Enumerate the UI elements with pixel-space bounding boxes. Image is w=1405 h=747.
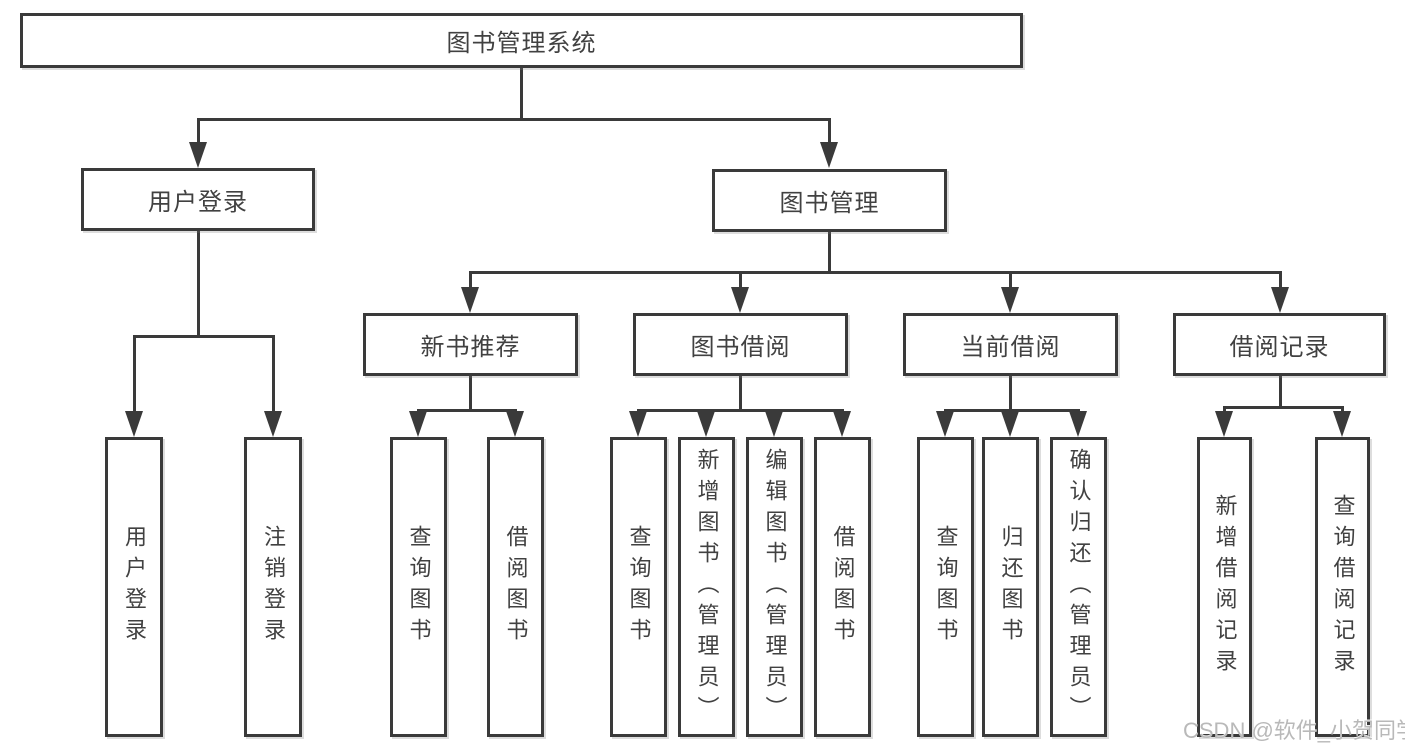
arrowhead-down-icon: [189, 142, 207, 168]
node-label-new-book-recommend: 新书推荐: [420, 334, 521, 361]
arrowhead-down-icon: [125, 411, 143, 437]
arrowhead-down-icon: [264, 411, 282, 437]
arrowhead-down-icon: [833, 411, 851, 437]
node-label-book-management: 图书管理: [779, 190, 880, 217]
node-label-borrowing-records: 借阅记录: [1229, 334, 1330, 361]
node-leaf-logout: 注销登录: [244, 437, 302, 737]
node-leaf-query-books-3: 查询图书: [917, 437, 974, 737]
arrowhead-down-icon: [765, 411, 783, 437]
connector-line: [196, 118, 831, 121]
connector-line: [636, 409, 844, 412]
node-label-leaf-query-books-2: 查询图书: [626, 525, 652, 649]
node-leaf-borrow-books-1: 借阅图书: [487, 437, 544, 737]
node-leaf-query-borrow-record: 查询借阅记录: [1315, 437, 1370, 737]
arrowhead-down-icon: [936, 411, 954, 437]
node-label-leaf-borrow-books-1: 借阅图书: [503, 525, 529, 649]
node-label-user-login: 用户登录: [148, 189, 248, 216]
connector-line: [1008, 376, 1012, 412]
node-leaf-add-borrow-record: 新增借阅记录: [1197, 437, 1252, 737]
arrowhead-down-icon: [1271, 287, 1289, 313]
connector-line: [1222, 406, 1344, 409]
connector-line: [1222, 406, 1226, 415]
connector-line: [271, 335, 275, 415]
node-label-leaf-query-borrow-record: 查询借阅记录: [1330, 494, 1356, 680]
connector-line: [468, 376, 472, 412]
connector-line: [1278, 271, 1282, 291]
node-root: 图书管理系统: [20, 13, 1023, 68]
connector-line: [827, 232, 831, 274]
node-book-borrowing: 图书借阅: [633, 313, 848, 376]
node-label-leaf-user-login: 用户登录: [122, 525, 147, 649]
connector-line: [519, 68, 523, 121]
connector-line: [738, 271, 742, 291]
connector-line: [1008, 271, 1012, 291]
connector-line: [468, 271, 1282, 274]
csdn-watermark: CSDN @软件_小贺同学: [1183, 718, 1405, 743]
node-user-login: 用户登录: [81, 168, 315, 231]
node-borrowing-records: 借阅记录: [1173, 313, 1386, 376]
node-label-leaf-query-books-1: 查询图书: [406, 525, 432, 649]
arrowhead-down-icon: [1001, 287, 1019, 313]
connector-line: [943, 409, 1080, 412]
node-leaf-borrow-books-2: 借阅图书: [814, 437, 871, 737]
arrowhead-down-icon: [629, 411, 647, 437]
node-label-root: 图书管理系统: [446, 30, 597, 57]
arrowhead-down-icon: [1001, 411, 1019, 437]
arrowhead-down-icon: [461, 287, 479, 313]
node-label-book-borrowing: 图书借阅: [690, 334, 791, 361]
connector-line: [468, 271, 472, 291]
node-leaf-edit-books-admin: 编辑图书（管理员）: [746, 437, 803, 737]
node-label-current-borrowing: 当前借阅: [960, 334, 1061, 361]
node-leaf-query-books-1: 查询图书: [390, 437, 447, 737]
arrowhead-down-icon: [1215, 411, 1233, 437]
connector-line: [738, 376, 742, 412]
arrowhead-down-icon: [820, 142, 838, 168]
connector-line: [196, 231, 200, 338]
node-label-leaf-confirm-return: 确认归还（管理员）: [1066, 447, 1092, 727]
node-book-management: 图书管理: [712, 169, 947, 232]
connector-line: [132, 335, 275, 338]
arrowhead-down-icon: [1333, 411, 1351, 437]
connector-line: [1340, 406, 1344, 415]
node-label-leaf-add-borrow-record: 新增借阅记录: [1212, 494, 1238, 680]
node-label-leaf-edit-books-admin: 编辑图书（管理员）: [762, 447, 788, 727]
connector-line: [827, 118, 831, 146]
node-label-leaf-borrow-books-2: 借阅图书: [830, 525, 856, 649]
node-leaf-return-books: 归还图书: [982, 437, 1039, 737]
connector-line: [416, 409, 517, 412]
connector-line: [132, 335, 136, 415]
node-leaf-confirm-return: 确认归还（管理员）: [1050, 437, 1107, 737]
arrowhead-down-icon: [506, 411, 524, 437]
node-label-leaf-query-books-3: 查询图书: [933, 525, 959, 649]
node-new-book-recommend: 新书推荐: [363, 313, 578, 376]
node-leaf-user-login: 用户登录: [105, 437, 163, 737]
node-label-leaf-return-books: 归还图书: [998, 525, 1024, 649]
node-leaf-add-books-admin: 新增图书（管理员）: [678, 437, 735, 737]
node-current-borrowing: 当前借阅: [903, 313, 1118, 376]
connector-line: [196, 118, 200, 146]
arrowhead-down-icon: [409, 411, 427, 437]
connector-line: [1278, 376, 1282, 409]
node-label-leaf-add-books-admin: 新增图书（管理员）: [694, 447, 720, 727]
node-leaf-query-books-2: 查询图书: [610, 437, 667, 737]
arrowhead-down-icon: [697, 411, 715, 437]
arrowhead-down-icon: [1069, 411, 1087, 437]
node-label-leaf-logout: 注销登录: [261, 525, 286, 649]
arrowhead-down-icon: [731, 287, 749, 313]
